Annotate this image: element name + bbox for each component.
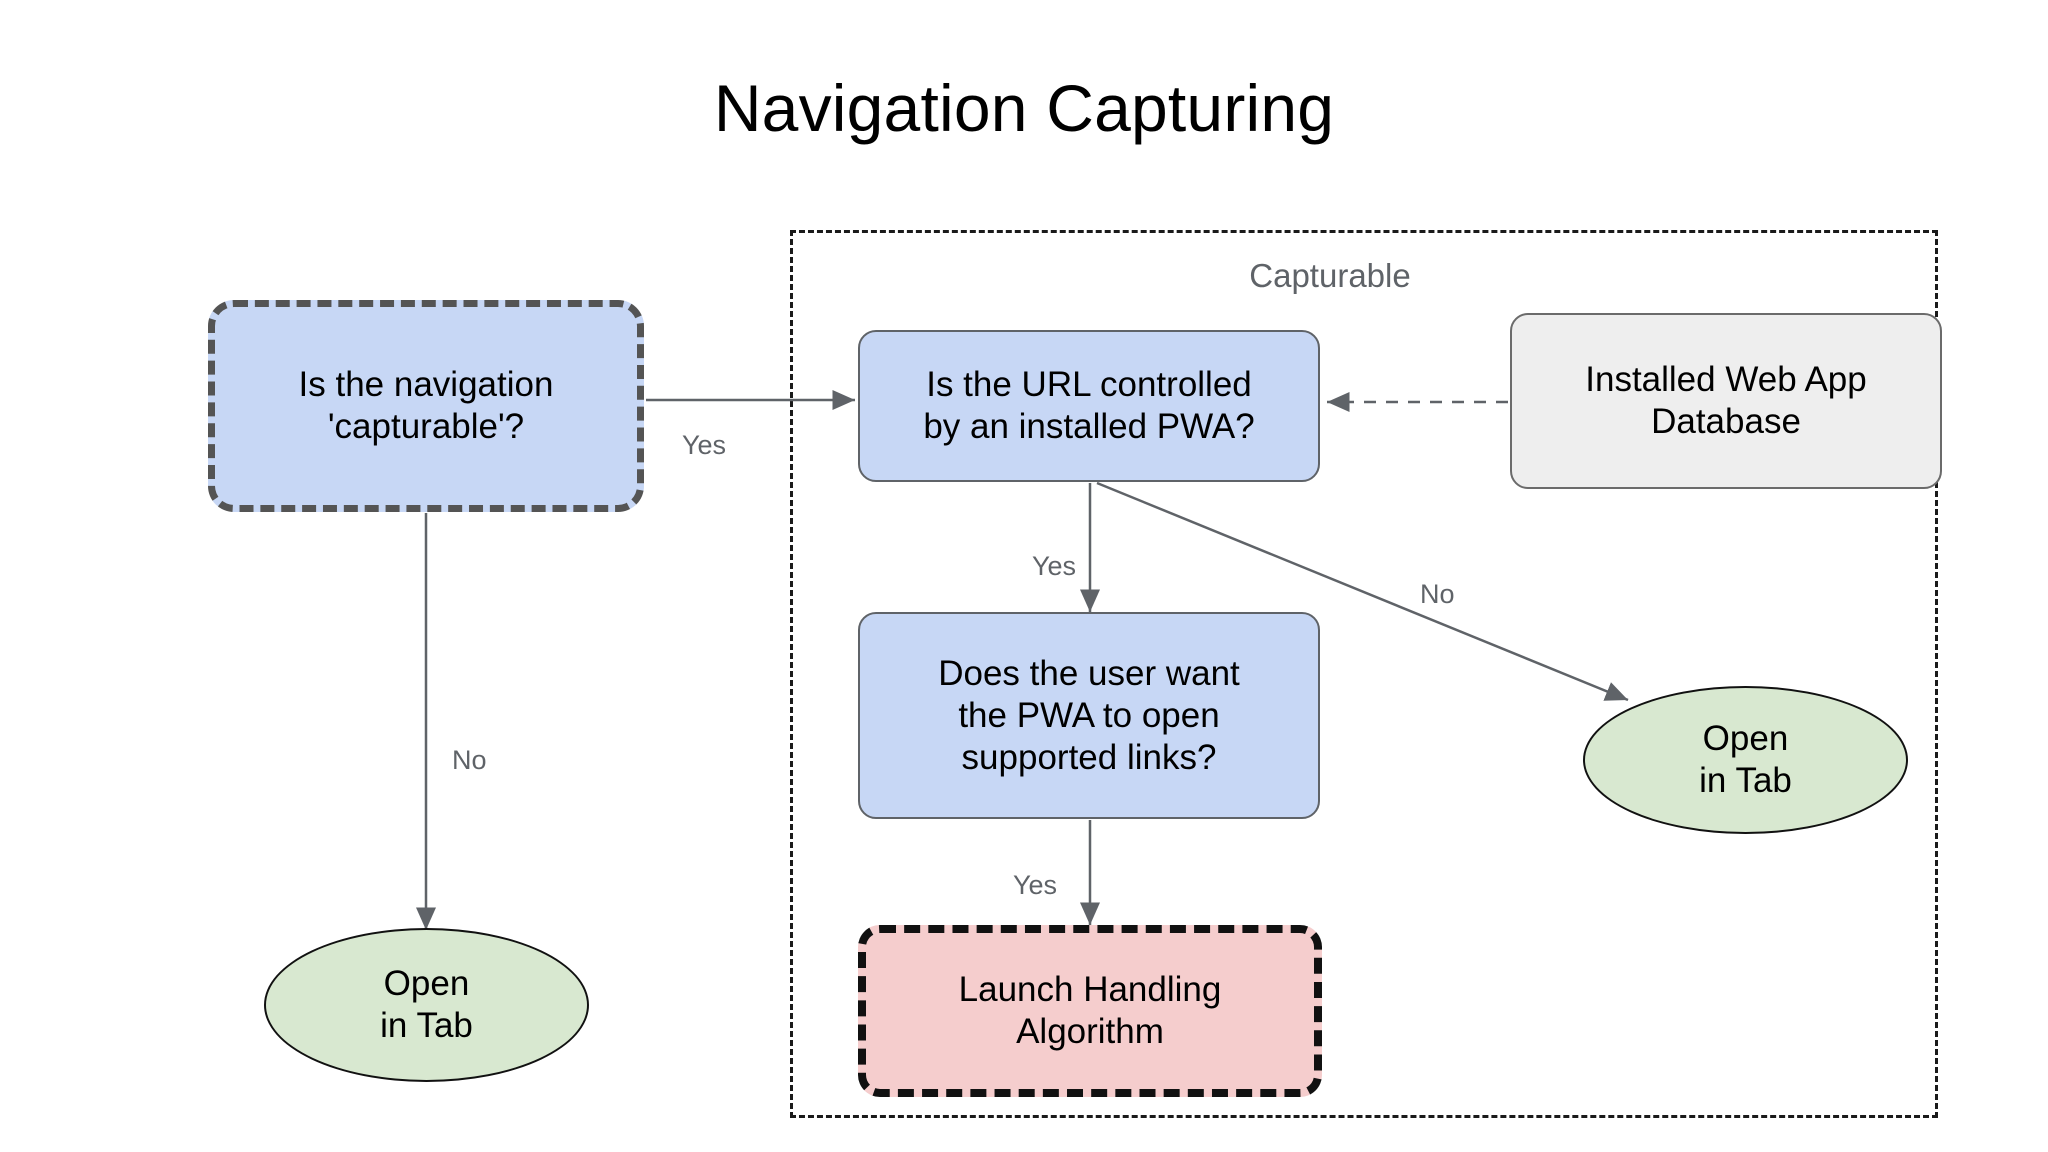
- node-open-in-tab-right[interactable]: Open in Tab: [1583, 686, 1908, 834]
- edge-label-capturable-no: No: [452, 745, 487, 775]
- edge-label-url-no: No: [1420, 579, 1455, 609]
- node-open-in-tab-left[interactable]: Open in Tab: [264, 928, 589, 1082]
- edge-label-url-yes: Yes: [1032, 551, 1077, 581]
- node-launch-handling-algorithm[interactable]: Launch Handling Algorithm: [858, 925, 1322, 1097]
- node-installed-web-app-database[interactable]: Installed Web App Database: [1510, 313, 1942, 489]
- node-is-navigation-capturable[interactable]: Is the navigation 'capturable'?: [208, 300, 644, 512]
- page-title: Navigation Capturing: [713, 71, 1335, 145]
- edge-label-user-yes: Yes: [1013, 870, 1058, 900]
- capturable-group-container: [790, 230, 1938, 1118]
- node-is-url-controlled[interactable]: Is the URL controlled by an installed PW…: [858, 330, 1320, 482]
- edge-label-capturable-yes: Yes: [682, 430, 727, 460]
- capturable-group-label: Capturable: [1249, 257, 1411, 294]
- node-does-user-want-pwa-open-links[interactable]: Does the user want the PWA to open suppo…: [858, 612, 1320, 819]
